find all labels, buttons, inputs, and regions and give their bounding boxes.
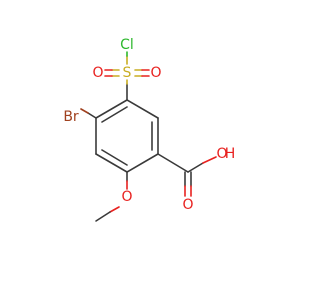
structure-diagram: Cl S O O Br O H O O xyxy=(63,37,236,222)
hydroxyl-oxygen-label: O xyxy=(216,146,227,162)
ring-bond xyxy=(95,153,128,173)
hydroxyl-hydrogen-label: H xyxy=(225,146,236,162)
c-oh-bond xyxy=(187,162,204,173)
c-oh-bond xyxy=(202,156,217,164)
carbonyl-oxygen-label: O xyxy=(182,197,193,213)
ring-bond xyxy=(95,99,128,119)
o-ch3-bond xyxy=(109,206,120,213)
chlorine-label: Cl xyxy=(120,37,134,53)
ring-bond xyxy=(126,99,159,119)
c-br-bond xyxy=(80,108,89,114)
ring-bond xyxy=(126,153,159,173)
sulfonyl-oxygen-left-label: O xyxy=(92,65,103,81)
sulfonyl-oxygen-right-label: O xyxy=(150,65,161,81)
bromine-label: Br xyxy=(63,109,79,125)
o-ch3-bond xyxy=(95,211,111,222)
c-br-bond xyxy=(87,112,97,119)
ring-bond-inner xyxy=(101,106,128,123)
c-c-carboxyl-bond xyxy=(157,153,189,173)
benzene-ring xyxy=(95,99,159,173)
methoxy-oxygen-label: O xyxy=(121,189,132,205)
ring-bond-inner xyxy=(101,149,128,166)
sulfur-label: S xyxy=(123,65,132,81)
